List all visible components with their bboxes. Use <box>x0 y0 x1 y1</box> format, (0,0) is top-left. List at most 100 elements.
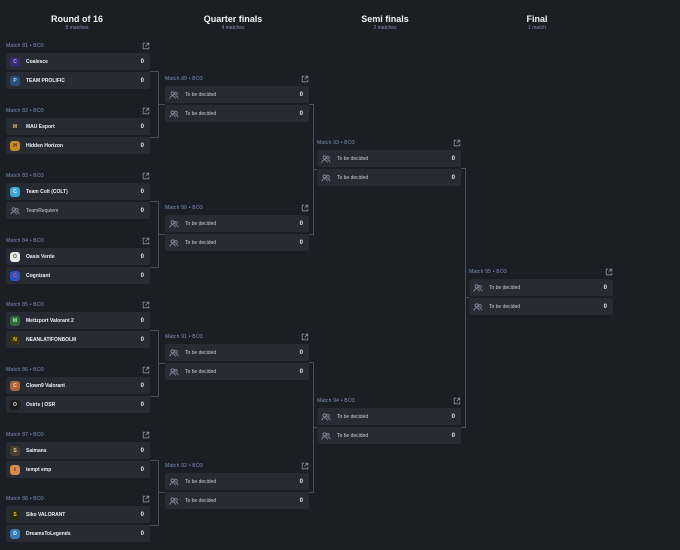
column-title: Round of 16 <box>51 14 103 24</box>
column-header-final: Final 1 match <box>462 14 612 32</box>
team-score: 0 <box>603 284 607 291</box>
match-label: Match 85 • BO3 <box>6 302 44 308</box>
external-link-icon[interactable] <box>142 42 150 50</box>
external-link-icon[interactable] <box>142 431 150 439</box>
team-score: 0 <box>140 511 144 518</box>
external-link-icon[interactable] <box>453 139 461 147</box>
external-link-icon[interactable] <box>142 107 150 115</box>
team-score: 0 <box>451 174 455 181</box>
team-score: 0 <box>299 368 303 375</box>
team-name: MAU Esport <box>26 123 55 130</box>
external-link-icon[interactable] <box>142 366 150 374</box>
team-score: 0 <box>140 207 144 214</box>
external-link-icon[interactable] <box>142 237 150 245</box>
external-link-icon[interactable] <box>301 204 309 212</box>
team-score: 0 <box>299 349 303 356</box>
column-subtitle: 1 match <box>528 25 546 31</box>
team-row[interactable]: To be decided 0 <box>317 169 461 186</box>
team-score: 0 <box>140 447 144 454</box>
external-link-icon[interactable] <box>142 301 150 309</box>
team-name: To be decided <box>489 303 521 310</box>
team-name: NEANLATIFONBOLM <box>26 336 77 343</box>
external-link-icon[interactable] <box>142 495 150 503</box>
external-link-icon[interactable] <box>605 268 613 276</box>
column-subtitle: 2 matches <box>373 25 397 31</box>
bracket-connector <box>465 297 469 298</box>
match-header: Match 83 • BO3 <box>6 171 150 183</box>
match-label: Match 92 • BO3 <box>165 463 203 469</box>
bracket-connector <box>313 169 317 170</box>
external-link-icon[interactable] <box>453 397 461 405</box>
column-header-semi: Semi finals 2 matches <box>310 14 460 32</box>
team-logo: D <box>10 528 20 539</box>
team-score: 0 <box>451 413 455 420</box>
team-score: 0 <box>140 142 144 149</box>
team-name: Mettzport Valorant 2 <box>26 317 74 324</box>
external-link-icon[interactable] <box>301 462 309 470</box>
team-name: Cognizant <box>26 272 51 279</box>
external-link-icon[interactable] <box>301 333 309 341</box>
team-score: 0 <box>603 303 607 310</box>
external-link-icon[interactable] <box>301 75 309 83</box>
team-logo: C <box>10 186 20 197</box>
team-score: 0 <box>140 336 144 343</box>
team-placeholder-icon <box>169 90 179 99</box>
match-header: Match 88 • BO3 <box>6 494 150 506</box>
team-name: Osiris | OSR <box>26 401 56 408</box>
team-logo: C <box>10 380 20 391</box>
match-header: Match 91 • BO3 <box>165 332 309 344</box>
team-name: To be decided <box>337 174 369 181</box>
match-header: Match 95 • BO3 <box>469 267 613 279</box>
team-placeholder-icon <box>321 154 331 163</box>
team-score: 0 <box>140 382 144 389</box>
external-link-icon[interactable] <box>142 172 150 180</box>
team-row[interactable]: To be decided 0 <box>469 298 613 315</box>
team-logo: P <box>10 75 20 86</box>
team-score: 0 <box>299 497 303 504</box>
column-subtitle: 8 matches <box>65 25 89 31</box>
